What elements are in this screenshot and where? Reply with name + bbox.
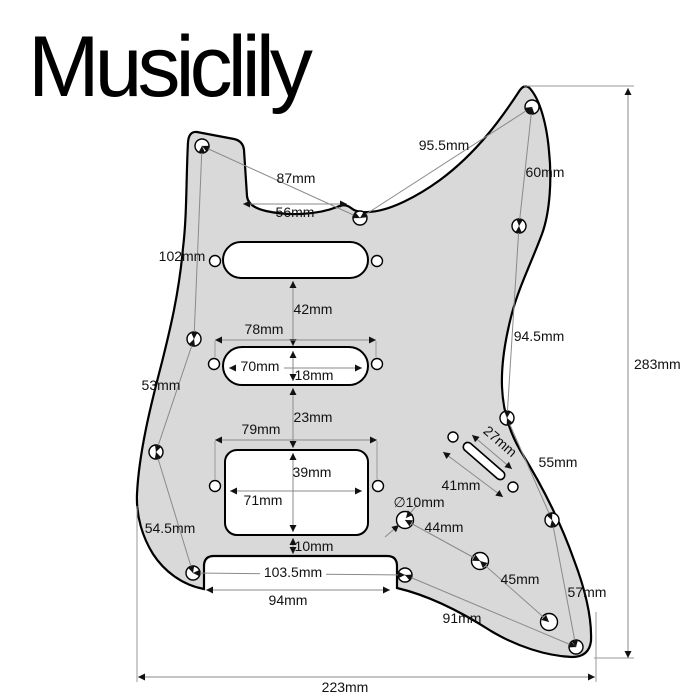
pickup-screw-hole [208, 479, 222, 493]
dim-label-283mm: 283mm [634, 356, 681, 372]
dim-label-102mm: 102mm [159, 248, 206, 264]
leader-line-diameter [384, 524, 400, 538]
switch-screw-hole [507, 481, 519, 493]
pickup-screw-hole [208, 254, 222, 268]
neck-pickup-cutout [222, 241, 369, 279]
dim-label-79mm: 79mm [242, 421, 281, 437]
dim-label-95-5mm: 95.5mm [419, 137, 470, 153]
dim-line-55mm [506, 417, 553, 521]
dim-label-94-5mm: 94.5mm [514, 328, 565, 344]
dim-label-diameter-10mm: ∅10mm [393, 494, 444, 510]
pickup-screw-hole [207, 357, 221, 371]
dim-label-223mm: 223mm [322, 679, 369, 695]
label-mask [260, 563, 326, 579]
dim-label-10mm: 10mm [295, 538, 334, 554]
dim-line-94-5mm [503, 225, 523, 419]
dim-label-41mm: 41mm [442, 477, 481, 493]
dim-label-42mm: 42mm [294, 301, 333, 317]
dim-label-18mm: 18mm [295, 367, 334, 383]
dim-label-23mm: 23mm [294, 409, 333, 425]
switch-screw-hole [447, 431, 459, 443]
dim-label-53mm: 53mm [142, 377, 181, 393]
dim-line-53mm [154, 338, 196, 453]
dim-label-54-5mm: 54.5mm [145, 520, 196, 536]
dim-label-103-5mm: 103.5mm [264, 564, 322, 580]
dim-line-102mm [190, 145, 206, 340]
dim-line-60mm [516, 106, 535, 227]
pickup-screw-hole [370, 254, 384, 268]
dim-label-71mm: 71mm [244, 492, 283, 508]
pickup-screw-hole [370, 357, 384, 371]
dim-line-45mm [479, 560, 550, 623]
dim-label-55mm: 55mm [539, 454, 578, 470]
dim-label-94mm: 94mm [269, 592, 308, 608]
dim-line-95-5mm [359, 106, 533, 219]
dim-label-39mm: 39mm [293, 464, 332, 480]
dim-label-57mm: 57mm [568, 584, 607, 600]
dim-label-45mm: 45mm [501, 571, 540, 587]
dim-label-70mm: 70mm [241, 358, 280, 374]
brand-logo: Musiclily [28, 19, 313, 115]
dim-label-78mm: 78mm [245, 321, 284, 337]
dim-line-44mm [404, 519, 481, 562]
dim-label-87mm: 87mm [277, 170, 316, 186]
leader-line-diameter [405, 504, 418, 519]
dim-label-44mm: 44mm [425, 519, 464, 535]
dim-line-54-5mm [154, 451, 195, 574]
dim-label-56mm: 56mm [276, 204, 315, 220]
dim-line-41mm [442, 451, 504, 498]
dim-label-60mm: 60mm [526, 164, 565, 180]
dim-label-91mm: 91mm [443, 610, 482, 626]
label-mask [236, 357, 284, 374]
pickup-screw-hole [371, 479, 385, 493]
